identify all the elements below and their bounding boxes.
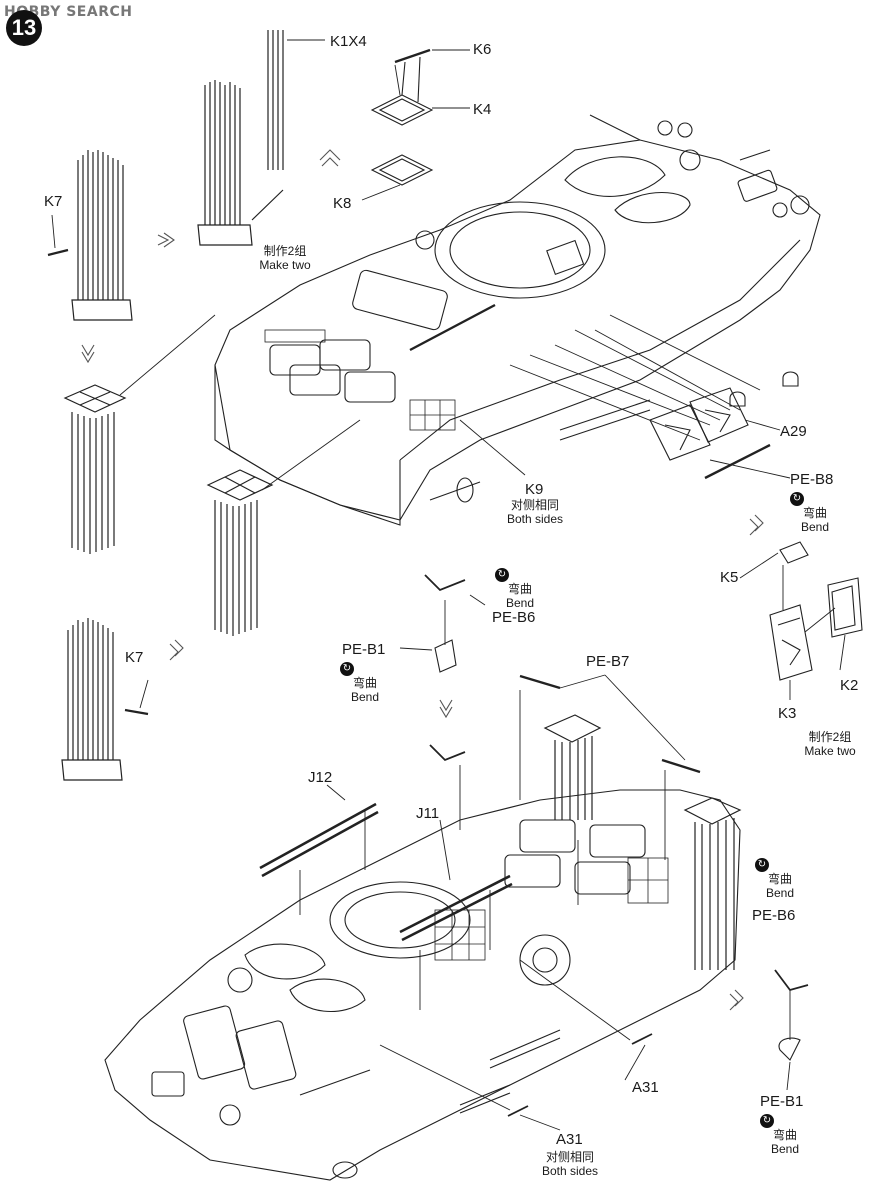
note-make-two-k3: 制作2组 Make two <box>790 730 870 758</box>
antenna-bundle-left-bottom <box>61 618 123 781</box>
antenna-bundle-center <box>206 469 274 636</box>
label-k7-top: K7 <box>44 193 63 210</box>
note-both-sides-k9: 对侧相同 Both sides <box>495 498 575 526</box>
note-make-two-en: Make two <box>259 258 311 272</box>
jerry-cans-upper <box>649 387 749 461</box>
note-make-two-cn: 制作2组 <box>263 244 307 258</box>
label-pe-b6-right: PE-B6 <box>752 907 796 924</box>
assembly-arrows <box>119 64 836 1111</box>
pe-b7-rails <box>519 674 701 774</box>
antenna-bundle-left-mid <box>63 384 127 554</box>
note-bend-cn: 弯曲 <box>767 872 792 886</box>
bend-icon: ↻ <box>495 568 545 582</box>
note-bend-pe-b6-right: ↻ 弯曲 Bend <box>755 858 805 900</box>
note-bend-en: Bend <box>770 1142 800 1156</box>
label-a29: A29 <box>780 423 807 440</box>
note-bend-pe-b1-mid: ↻ 弯曲 Bend <box>340 662 390 704</box>
bend-icon: ↻ <box>755 858 805 872</box>
label-k3: K3 <box>778 705 797 722</box>
bend-icon: ↻ <box>790 492 840 506</box>
note-make-two-cn: 制作2组 <box>808 730 852 744</box>
upper-hull <box>214 114 821 526</box>
note-bend-pe-b8: ↻ 弯曲 Bend <box>790 492 840 534</box>
note-make-two-en: Make two <box>804 744 856 758</box>
label-a31-bottom: A31 <box>556 1131 583 1148</box>
note-bend-cn: 弯曲 <box>507 582 532 596</box>
label-pe-b7: PE-B7 <box>586 653 630 670</box>
note-bend-pe-b6-mid: ↻ 弯曲 Bend <box>495 568 545 610</box>
note-make-two-k1: 制作2组 Make two <box>245 244 325 272</box>
label-k4: K4 <box>473 101 492 118</box>
j-rails <box>259 802 513 942</box>
lower-hull <box>104 789 741 1181</box>
note-both-sides-cn: 对侧相同 <box>545 1150 594 1164</box>
antenna-bundle-left-top <box>71 150 133 321</box>
label-j11: J11 <box>416 805 440 822</box>
a31-rods <box>507 1033 653 1117</box>
pe-bend-parts-mid <box>424 574 809 1061</box>
label-k8: K8 <box>333 195 352 212</box>
label-a31-right: A31 <box>632 1079 659 1096</box>
label-k6: K6 <box>473 41 492 58</box>
label-k2: K2 <box>840 677 859 694</box>
hull-rails <box>409 303 771 480</box>
note-bend-cn: 弯曲 <box>802 506 827 520</box>
flow-chevrons <box>81 149 764 1011</box>
bend-icon: ↻ <box>760 1114 810 1128</box>
step-number-badge: 13 <box>6 10 42 46</box>
label-pe-b6-mid: PE-B6 <box>492 609 536 626</box>
label-k5: K5 <box>720 569 739 586</box>
label-k1x4: K1X4 <box>330 33 367 50</box>
label-pe-b8: PE-B8 <box>790 471 834 488</box>
note-bend-en: Bend <box>505 596 535 610</box>
note-both-sides-en: Both sides <box>541 1164 599 1178</box>
k6-k4-k8-parts <box>370 48 434 186</box>
label-k9: K9 <box>525 481 544 498</box>
label-pe-b1-right: PE-B1 <box>760 1093 804 1110</box>
k-jerry-cans <box>769 541 863 681</box>
antenna-stack-lower <box>543 714 742 970</box>
note-bend-en: Bend <box>765 886 795 900</box>
label-pe-b1-mid: PE-B1 <box>342 641 386 658</box>
note-bend-cn: 弯曲 <box>772 1128 797 1142</box>
bend-icon: ↻ <box>340 662 390 676</box>
leader-lines <box>51 39 846 1131</box>
note-bend-cn: 弯曲 <box>352 676 377 690</box>
note-both-sides-a31: 对侧相同 Both sides <box>530 1150 610 1178</box>
note-bend-en: Bend <box>350 690 380 704</box>
note-bend-en: Bend <box>800 520 830 534</box>
antenna-bundle-k1 <box>197 30 284 246</box>
note-both-sides-en: Both sides <box>506 512 564 526</box>
note-bend-pe-b1-right: ↻ 弯曲 Bend <box>760 1114 810 1156</box>
label-j12: J12 <box>308 769 333 786</box>
label-k7-bottom: K7 <box>125 649 144 666</box>
note-both-sides-cn: 对侧相同 <box>510 498 559 512</box>
